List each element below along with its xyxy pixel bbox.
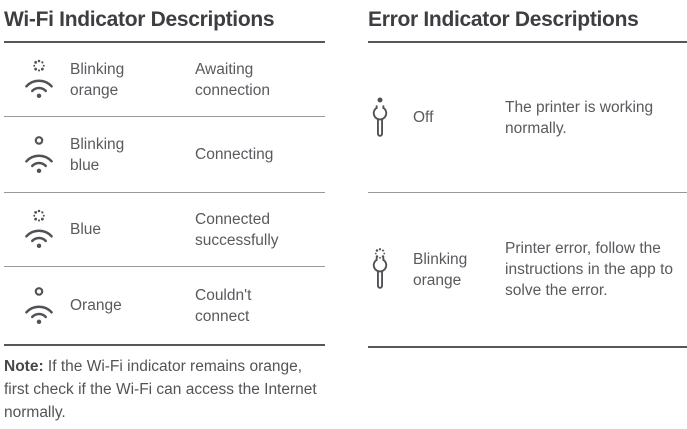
indicator-description: Connecting [195,146,274,163]
wifi-section-title: Wi-Fi Indicator Descriptions [4,8,275,31]
wrench-blinking-sparkle-icon [365,247,413,292]
wifi-ring-icon [4,134,70,176]
wifi-indicator-row: Blinking orange Awaiting connection [4,43,325,117]
wifi-indicator-row: Blinking blue Connecting [4,117,325,193]
indicator-description: Connected successfully [195,210,279,249]
indicator-description: Couldn't connect [195,286,252,325]
wifi-indicator-row: Blue Connected successfully [4,193,325,267]
wifi-indicator-table: Blinking orange Awaiting connection Blink… [4,43,325,346]
error-header-rule [368,41,687,43]
indicator-description: The printer is working normally. [505,98,654,137]
indicator-state-label: Blinking orange [413,250,468,289]
error-section-title: Error Indicator Descriptions [368,8,639,31]
error-indicator-row: Blinking orange Printer error, follow the… [368,193,687,348]
indicator-state-label: Blue [70,221,102,238]
error-indicator-row: Off The printer is working normally. [368,43,687,193]
wrench-off-dot-icon [365,95,413,140]
indicator-description: Awaiting connection [195,60,270,99]
wifi-blinking-sparkle-icon [4,209,70,251]
indicator-state-label: Off [413,109,434,126]
note-label: Note: [4,358,44,375]
wifi-header-rule [4,41,325,43]
wifi-ring-icon [4,285,70,327]
wifi-indicator-section: Wi-Fi Indicator Descriptions Blinking or… [4,6,325,424]
indicator-state-label: Blinking blue [70,135,125,174]
wifi-note: Note: If the Wi-Fi indicator remains ora… [4,355,325,424]
note-text: If the Wi-Fi indicator remains orange, f… [4,358,317,421]
indicator-description: Printer error, follow the instructions i… [505,240,674,299]
error-indicator-table: Off The printer is working normally. Blin… [368,43,687,348]
wifi-indicator-row: Orange Couldn't connect [4,267,325,346]
indicator-state-label: Orange [70,297,122,314]
error-indicator-section: Error Indicator Descriptions Off The prin… [368,6,687,348]
indicator-state-label: Blinking orange [70,60,125,99]
wifi-blinking-sparkle-icon [4,59,70,101]
